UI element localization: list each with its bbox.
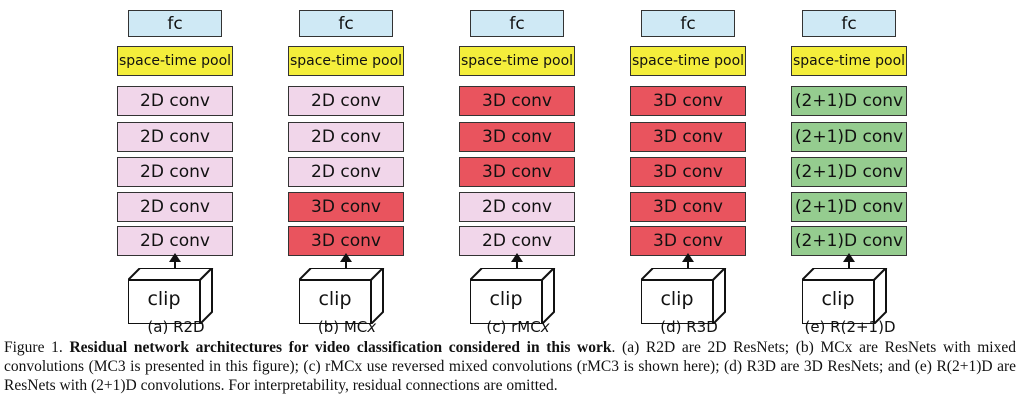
- conv-layer: 2D conv: [117, 226, 233, 256]
- conv-layer: 3D conv: [630, 86, 746, 116]
- arrow-shaft: [174, 258, 176, 274]
- caption-prefix: Figure 1.: [4, 339, 70, 356]
- figure-caption: Figure 1. Residual network architectures…: [4, 338, 1016, 395]
- cube-icon: [299, 268, 385, 324]
- clip-label: clip: [318, 288, 352, 310]
- conv-layer: (2+1)D conv: [791, 157, 907, 187]
- cube-icon: [641, 268, 727, 324]
- space-time-pool-layer: space-time pool: [117, 46, 233, 76]
- space-time-pool-layer: space-time pool: [459, 46, 575, 76]
- column-label: (c) rMCx: [486, 318, 550, 336]
- space-time-pool-layer: space-time pool: [791, 46, 907, 76]
- conv-layer: 2D conv: [117, 192, 233, 222]
- cube-icon: [128, 268, 214, 324]
- conv-layer: (2+1)D conv: [791, 122, 907, 152]
- fc-layer: fc: [299, 10, 393, 37]
- up-arrow-icon: [169, 253, 181, 262]
- clip-label: clip: [147, 288, 181, 310]
- clip-label: clip: [821, 288, 855, 310]
- conv-layer: 3D conv: [630, 157, 746, 187]
- fc-layer: fc: [802, 10, 896, 37]
- cube-icon: [470, 268, 556, 324]
- conv-layer: 2D conv: [117, 157, 233, 187]
- column-label: (b) MCx: [317, 318, 377, 336]
- column-label: (a) R2D: [147, 318, 205, 336]
- clip-label: clip: [489, 288, 523, 310]
- space-time-pool-layer: space-time pool: [288, 46, 404, 76]
- up-arrow-icon: [843, 253, 855, 262]
- conv-layer: (2+1)D conv: [791, 192, 907, 222]
- arrow-shaft: [345, 258, 347, 274]
- conv-layer: (2+1)D conv: [791, 86, 907, 116]
- fc-layer: fc: [641, 10, 735, 37]
- clip-input: clip: [299, 268, 393, 324]
- clip-label: clip: [660, 288, 694, 310]
- up-arrow-icon: [511, 253, 523, 262]
- fc-layer: fc: [470, 10, 564, 37]
- conv-layer: 3D conv: [288, 226, 404, 256]
- up-arrow-icon: [682, 253, 694, 262]
- column-label: (d) R3D: [660, 318, 718, 336]
- fc-layer: fc: [128, 10, 222, 37]
- clip-input: clip: [128, 268, 222, 324]
- arrow-shaft: [516, 258, 518, 274]
- cube-icon: [802, 268, 888, 324]
- conv-layer: 3D conv: [630, 122, 746, 152]
- caption-body: . (a) R2D are 2D ResNets; (b) MCx are Re…: [4, 339, 1016, 394]
- conv-layer: 3D conv: [630, 226, 746, 256]
- conv-layer: (2+1)D conv: [791, 226, 907, 256]
- conv-layer: 2D conv: [117, 122, 233, 152]
- conv-layer: 2D conv: [459, 192, 575, 222]
- conv-layer: 3D conv: [288, 192, 404, 222]
- conv-layer: 3D conv: [459, 122, 575, 152]
- clip-input: clip: [641, 268, 735, 324]
- conv-layer: 3D conv: [630, 192, 746, 222]
- conv-layer: 2D conv: [288, 157, 404, 187]
- clip-input: clip: [470, 268, 564, 324]
- conv-layer: 2D conv: [459, 226, 575, 256]
- conv-layer: 3D conv: [459, 86, 575, 116]
- caption-title: Residual network architectures for video…: [69, 339, 612, 356]
- column-label: (e) R(2+1)D: [804, 318, 896, 336]
- up-arrow-icon: [340, 253, 352, 262]
- conv-layer: 2D conv: [117, 86, 233, 116]
- arrow-shaft: [848, 258, 850, 274]
- conv-layer: 3D conv: [459, 157, 575, 187]
- conv-layer: 2D conv: [288, 86, 404, 116]
- conv-layer: 2D conv: [288, 122, 404, 152]
- clip-input: clip: [802, 268, 896, 324]
- arrow-shaft: [687, 258, 689, 274]
- space-time-pool-layer: space-time pool: [630, 46, 746, 76]
